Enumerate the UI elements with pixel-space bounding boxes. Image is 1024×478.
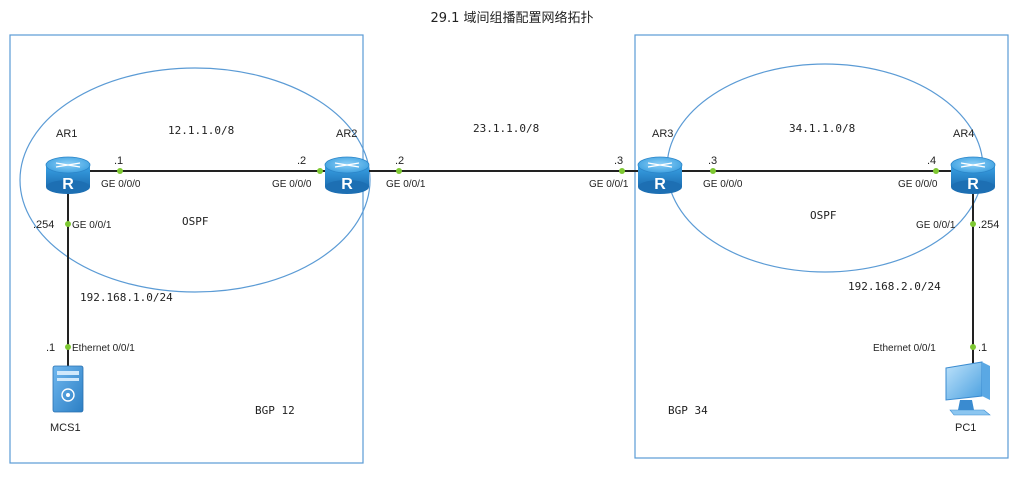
bgp-domain-left-label: BGP 12 — [255, 404, 295, 417]
network-lan-right-label: 192.168.2.0/24 — [848, 280, 941, 293]
bgp-domain-left-box — [9, 34, 364, 464]
port-dot — [710, 168, 716, 174]
port-dot — [65, 344, 71, 350]
ar2-g001-label: GE 0/0/1 — [386, 179, 426, 190]
router-ar1[interactable]: R — [45, 156, 91, 194]
pc-eth-label: Ethernet 0/0/1 — [873, 343, 936, 354]
router-ar1-label: AR1 — [56, 128, 77, 140]
diagram-title: 29.1 域间组播配置网络拓扑 — [430, 10, 593, 26]
port-dot — [65, 221, 71, 227]
pc-icon — [945, 361, 991, 416]
ar4-g000-ip: .4 — [927, 155, 936, 167]
network-ar1-ar2-label: 12.1.1.0/8 — [168, 124, 234, 137]
svg-text:R: R — [654, 176, 666, 193]
ar2-g000-label: GE 0/0/0 — [272, 179, 312, 190]
mcs-eth-label: Ethernet 0/0/1 — [72, 343, 135, 354]
ar4-g000-label: GE 0/0/0 — [898, 179, 938, 190]
host-pc1[interactable] — [945, 361, 991, 416]
ar4-g001-label: GE 0/0/1 — [916, 220, 956, 231]
router-ar2-label: AR2 — [336, 128, 357, 140]
ar3-g001-label: GE 0/0/1 — [589, 179, 629, 190]
port-dot — [396, 168, 402, 174]
bgp-domain-right-label: BGP 34 — [668, 404, 708, 417]
ar3-g000-label: GE 0/0/0 — [703, 179, 743, 190]
ar1-g001-label: GE 0/0/1 — [72, 220, 112, 231]
ar2-g001-ip: .2 — [395, 155, 404, 167]
ar1-g001-ip: .254 — [33, 219, 54, 231]
mcs-eth-ip: .1 — [46, 342, 55, 354]
host-mcs1-label: MCS1 — [50, 422, 81, 434]
ar3-g000-ip: .3 — [708, 155, 717, 167]
port-dot — [117, 168, 123, 174]
ospf-area-left-ellipse — [19, 67, 371, 293]
ospf-area-right-ellipse — [666, 63, 984, 273]
ar2-g000-ip: .2 — [297, 155, 306, 167]
bgp-domain-right-box — [634, 34, 1009, 459]
network-lan-left-label: 192.168.1.0/24 — [80, 291, 173, 304]
router-icon: R — [324, 156, 370, 194]
svg-text:R: R — [967, 176, 979, 193]
host-pc1-label: PC1 — [955, 422, 976, 434]
ospf-area-right-label: OSPF — [810, 209, 837, 222]
server-icon — [52, 365, 84, 413]
router-icon: R — [637, 156, 683, 194]
network-ar3-ar4-label: 34.1.1.0/8 — [789, 122, 855, 135]
router-ar2[interactable]: R — [324, 156, 370, 194]
port-dot — [619, 168, 625, 174]
ospf-area-left-label: OSPF — [182, 215, 209, 228]
port-dot — [970, 221, 976, 227]
network-ar2-ar3-label: 23.1.1.0/8 — [473, 122, 539, 135]
ar3-g001-ip: .3 — [614, 155, 623, 167]
ar1-g000-label: GE 0/0/0 — [101, 179, 141, 190]
ar4-g001-ip: .254 — [978, 219, 999, 231]
pc-eth-ip: .1 — [978, 342, 987, 354]
router-ar4-label: AR4 — [953, 128, 974, 140]
router-ar3[interactable]: R — [637, 156, 683, 194]
router-icon: R — [950, 156, 996, 194]
port-dot — [317, 168, 323, 174]
svg-text:R: R — [341, 176, 353, 193]
router-ar4[interactable]: R — [950, 156, 996, 194]
router-icon: R — [45, 156, 91, 194]
ar1-g000-ip: .1 — [114, 155, 123, 167]
svg-text:R: R — [62, 176, 74, 193]
port-dot — [970, 344, 976, 350]
port-dot — [933, 168, 939, 174]
router-ar3-label: AR3 — [652, 128, 673, 140]
host-mcs1[interactable] — [52, 365, 84, 413]
